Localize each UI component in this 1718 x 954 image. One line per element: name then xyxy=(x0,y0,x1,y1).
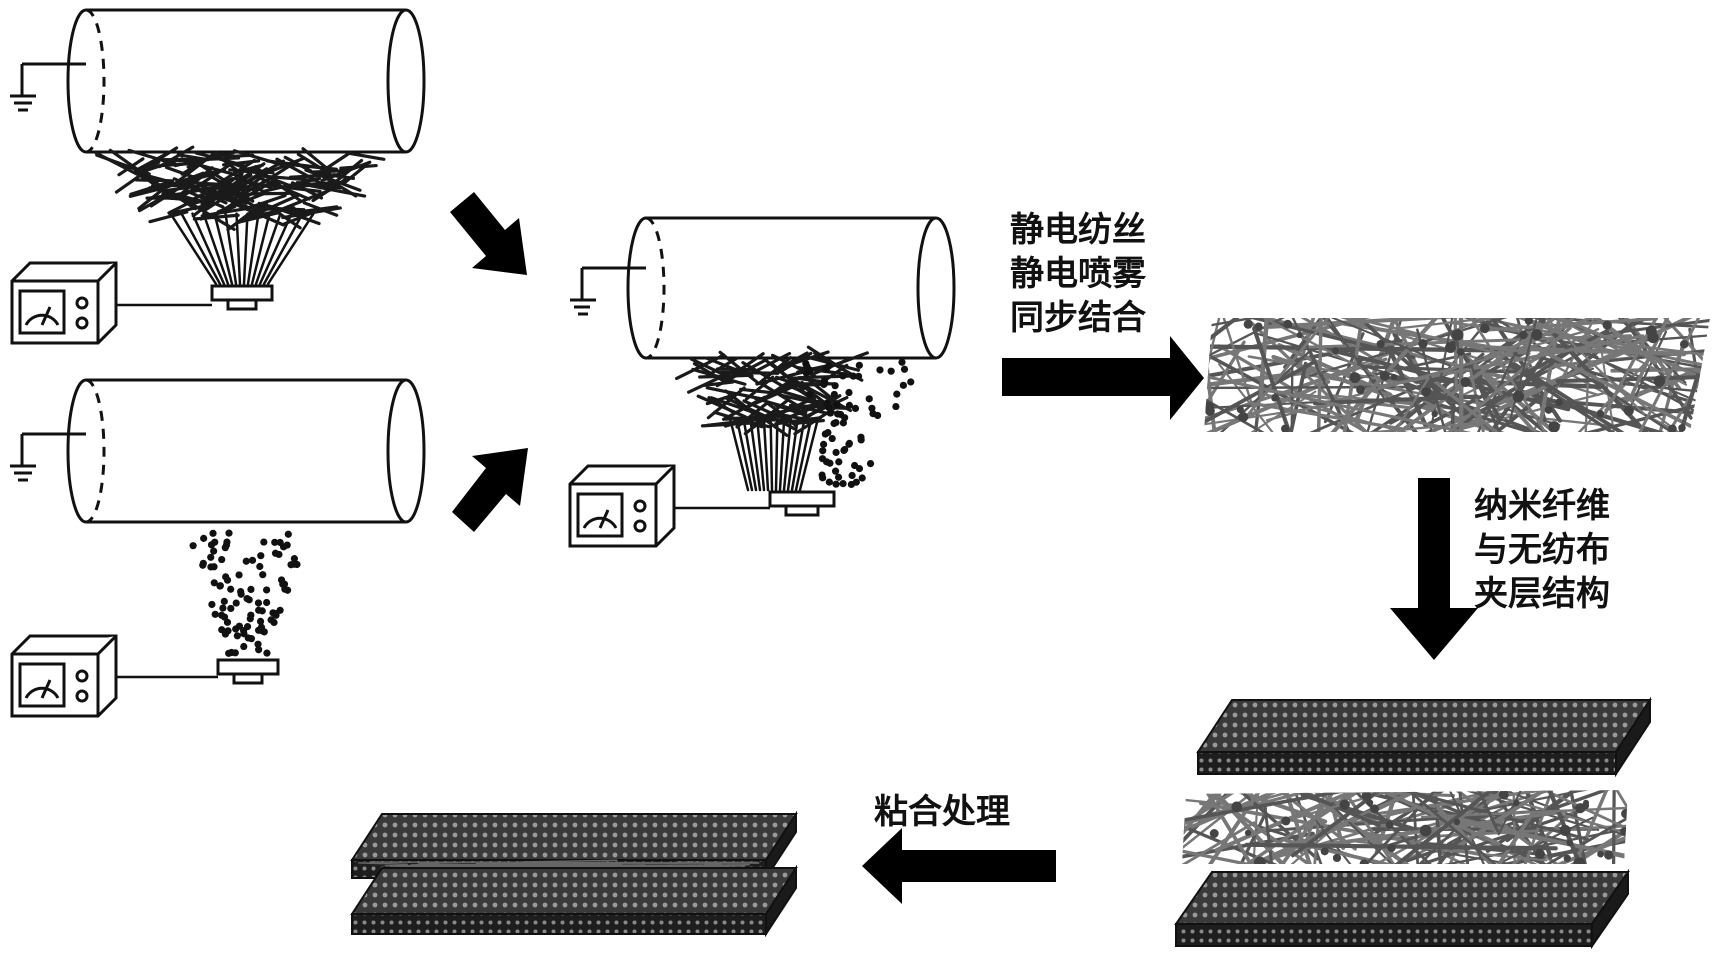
label-line: 夹层结构 xyxy=(1474,574,1610,614)
ground-symbol xyxy=(570,266,646,316)
arrow-left xyxy=(862,828,1056,904)
step-label-electrospin-spray: 静电纺丝 静电喷雾 同步结合 xyxy=(1010,208,1146,340)
step-label-bonding: 粘合处理 xyxy=(874,792,1010,832)
label-line: 与无纺布 xyxy=(1474,530,1610,570)
arrow-right xyxy=(1002,336,1204,420)
collector-drum-combined xyxy=(626,216,956,360)
ground-symbol xyxy=(10,62,86,112)
label-line: 纳米纤维 xyxy=(1474,486,1610,526)
high-voltage-supply xyxy=(10,634,118,718)
bonded-composite xyxy=(350,810,798,938)
droplet-spray-cone xyxy=(189,529,301,657)
label-line: 静电喷雾 xyxy=(1010,254,1146,294)
step-label-sandwich-structure: 纳米纤维 与无纺布 夹层结构 xyxy=(1474,484,1610,616)
nanofiber-mesh xyxy=(1204,318,1710,432)
nonwoven-fabric-top xyxy=(1196,696,1652,778)
collector-drum-spinning xyxy=(66,8,426,154)
ground-symbol xyxy=(10,432,86,482)
high-voltage-supply xyxy=(568,464,676,548)
combined-spray-cone xyxy=(675,345,915,492)
fiber-jet-cone xyxy=(94,145,386,286)
arrow-down xyxy=(1390,478,1478,660)
arrow-up-right xyxy=(452,448,528,532)
spray-nozzle xyxy=(216,658,280,685)
label-line: 静电纺丝 xyxy=(1010,210,1146,250)
spinneret-nozzle xyxy=(210,284,274,311)
label-line: 同步结合 xyxy=(1010,298,1146,338)
nanofiber-interlayer xyxy=(1182,790,1628,864)
nonwoven-fabric-bottom xyxy=(1174,868,1630,950)
high-voltage-supply xyxy=(10,261,118,345)
arrow-down-right xyxy=(450,192,527,275)
dual-nozzle xyxy=(768,490,836,517)
collector-drum-spraying xyxy=(66,378,426,524)
